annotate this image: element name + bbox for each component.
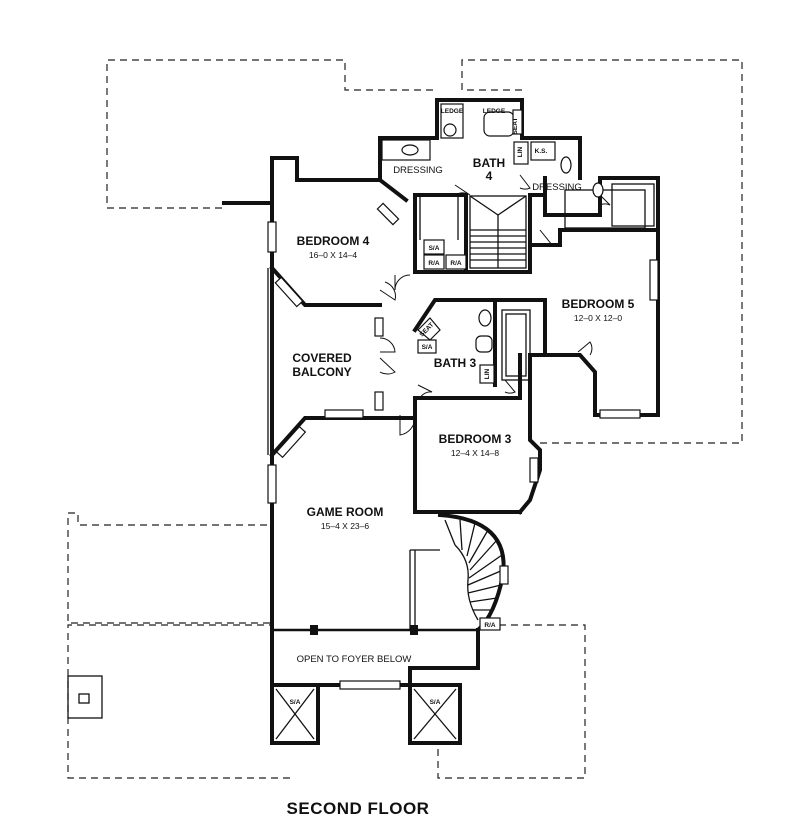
bedroom3-name: BEDROOM 3 [439, 432, 512, 446]
lin-b3-label: LIN [484, 368, 491, 379]
bedroom4-size: 16–0 X 14–4 [309, 250, 357, 260]
balcony-line2: BALCONY [292, 365, 351, 379]
inner-lines [267, 183, 655, 635]
windows [267, 202, 659, 690]
lin-bath4-label: LIN [517, 146, 524, 157]
bedroom3-size: 12–4 X 14–8 [451, 448, 499, 458]
bedroom5-name: BEDROOM 5 [562, 297, 635, 311]
balcony-line1: COVERED [292, 351, 352, 365]
ra-b4-left-label: R/A [428, 260, 440, 267]
bedroom5-size: 12–0 X 12–0 [574, 313, 622, 323]
game-room-name: GAME ROOM [307, 505, 384, 519]
roof-outlines [67, 59, 743, 779]
bath3-name: BATH 3 [434, 356, 477, 370]
seat-label: SEAT [512, 118, 519, 135]
doors [379, 174, 611, 436]
bath4-fixtures [381, 103, 604, 198]
sa-b3-label: S/A [422, 344, 433, 351]
game-room-size: 15–4 X 23–6 [321, 521, 369, 531]
ks-label: K.S. [535, 148, 548, 155]
bath4-line2: 4 [486, 169, 493, 183]
vent-boxes [275, 239, 501, 740]
sa-chase-right-label: S/A [430, 699, 441, 706]
dressing-left-label: DRESSING [393, 165, 443, 176]
bedroom4-name: BEDROOM 4 [297, 234, 370, 248]
bath3-fixtures [417, 309, 495, 384]
room-labels: BEDROOM 4 16–0 X 14–4 BEDROOM 5 12–0 X 1… [292, 156, 634, 665]
fixture-labels: LEDGE LEDGE SEAT LIN K.S. S/A R/A R/A S/… [290, 108, 548, 706]
ledge-left-label: LEDGE [441, 108, 464, 115]
chimney-icon [67, 675, 103, 719]
open-to-foyer-label: OPEN TO FOYER BELOW [297, 654, 412, 665]
sa-b4-label: S/A [429, 245, 440, 252]
ra-stair-label: R/A [484, 622, 496, 629]
floor-caption: SECOND FLOOR [287, 799, 430, 818]
sa-chase-left-label: S/A [290, 699, 301, 706]
ra-b4-right-label: R/A [450, 260, 462, 267]
bath4-line1: BATH [473, 156, 505, 170]
dressing-right-label: DRESSING [532, 182, 582, 193]
walls [222, 98, 660, 745]
ledge-right-label: LEDGE [483, 108, 506, 115]
